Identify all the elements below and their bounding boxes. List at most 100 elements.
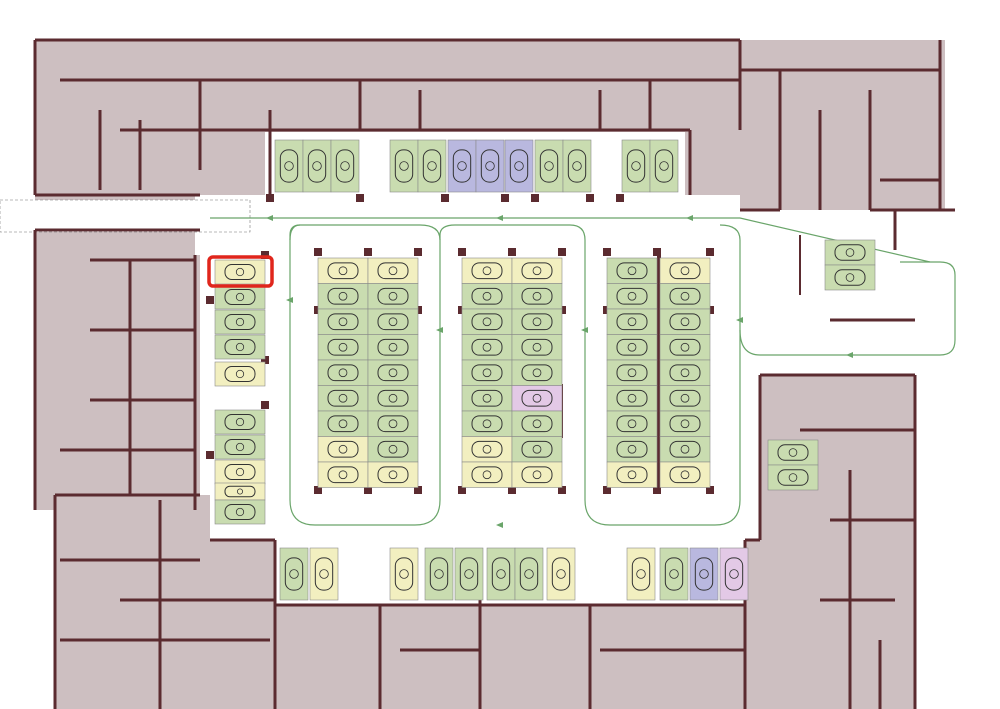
parking-spot	[367, 385, 419, 412]
parking-spot	[511, 385, 563, 412]
spot-fill	[659, 410, 711, 437]
car-icon	[377, 338, 409, 356]
parking-spots	[207, 139, 876, 601]
car-icon	[482, 419, 492, 429]
parking-spot	[606, 436, 658, 463]
car-icon	[327, 313, 359, 331]
car-icon	[664, 557, 684, 591]
car-icon	[224, 439, 256, 455]
car-icon	[627, 368, 637, 378]
parking-spot	[461, 257, 513, 284]
car-icon	[327, 287, 359, 305]
route-arrow-icon	[496, 522, 503, 528]
parking-spot	[214, 482, 266, 501]
car-icon	[327, 338, 359, 356]
spot-fill	[546, 547, 576, 601]
spot-fill	[214, 434, 266, 460]
parking-spot	[214, 334, 266, 360]
car-icon	[388, 470, 398, 480]
car-icon	[627, 266, 637, 276]
highlighted-spot-marker	[207, 255, 274, 288]
car-icon	[627, 317, 637, 327]
car-icon	[654, 149, 674, 183]
car-icon	[235, 417, 245, 427]
car-icon	[680, 266, 690, 276]
car-icon	[224, 414, 256, 430]
car-icon	[539, 149, 559, 183]
spot-fill	[649, 139, 679, 193]
parking-spot	[719, 547, 749, 601]
spot-fill	[461, 334, 513, 361]
spot-fill	[511, 283, 563, 310]
spot-fill	[621, 139, 651, 193]
parking-spot	[606, 308, 658, 335]
spot-fill	[626, 547, 656, 601]
parking-spot	[317, 385, 369, 412]
structural-column	[508, 486, 516, 494]
car-icon	[377, 262, 409, 280]
car-icon	[514, 161, 524, 171]
parking-spot	[649, 139, 679, 193]
structural-column	[508, 248, 516, 256]
car-icon	[669, 569, 679, 579]
car-icon	[694, 557, 714, 591]
spot-fill	[511, 385, 563, 412]
car-icon	[338, 419, 348, 429]
spot-fill	[330, 139, 360, 193]
car-icon	[532, 266, 542, 276]
car-icon	[521, 466, 553, 484]
car-icon	[388, 444, 398, 454]
car-icon	[616, 415, 648, 433]
car-icon	[680, 419, 690, 429]
structural-column	[414, 248, 422, 256]
car-icon	[471, 338, 503, 356]
car-icon	[532, 291, 542, 301]
spot-fill	[461, 359, 513, 386]
car-icon	[289, 569, 299, 579]
parking-spot	[546, 547, 576, 601]
spot-fill	[274, 139, 304, 193]
car-icon	[669, 415, 701, 433]
car-icon	[482, 470, 492, 480]
car-icon	[224, 264, 256, 280]
spot-fill	[317, 359, 369, 386]
car-icon	[532, 317, 542, 327]
car-icon	[627, 291, 637, 301]
structural-column	[458, 248, 466, 256]
spot-fill	[534, 139, 564, 193]
parking-spot	[417, 139, 447, 193]
parking-spot	[659, 334, 711, 361]
car-icon	[524, 569, 534, 579]
parking-spot	[461, 359, 513, 386]
car-icon	[627, 419, 637, 429]
structural-column	[261, 401, 269, 409]
car-icon	[777, 469, 809, 486]
spot-fill	[824, 239, 876, 266]
parking-spot	[214, 259, 266, 285]
car-icon	[521, 262, 553, 280]
car-icon	[521, 338, 553, 356]
car-icon	[669, 287, 701, 305]
structural-column	[603, 486, 611, 494]
parking-spot	[367, 283, 419, 310]
route-line	[739, 261, 956, 356]
car-icon	[327, 440, 359, 458]
car-icon	[521, 313, 553, 331]
spot-fill	[511, 257, 563, 284]
car-icon	[669, 440, 701, 458]
parking-spot	[461, 461, 513, 488]
spot-fill	[302, 139, 332, 193]
parking-spot	[367, 257, 419, 284]
car-icon	[307, 149, 327, 183]
parking-spot	[461, 385, 513, 412]
car-icon	[327, 389, 359, 407]
car-icon	[567, 149, 587, 183]
parking-spot	[767, 439, 819, 466]
spot-fill	[606, 410, 658, 437]
car-icon	[532, 444, 542, 454]
car-icon	[327, 415, 359, 433]
parking-spot	[367, 359, 419, 386]
car-icon	[556, 569, 566, 579]
car-icon	[314, 557, 334, 591]
spot-fill	[214, 459, 266, 485]
